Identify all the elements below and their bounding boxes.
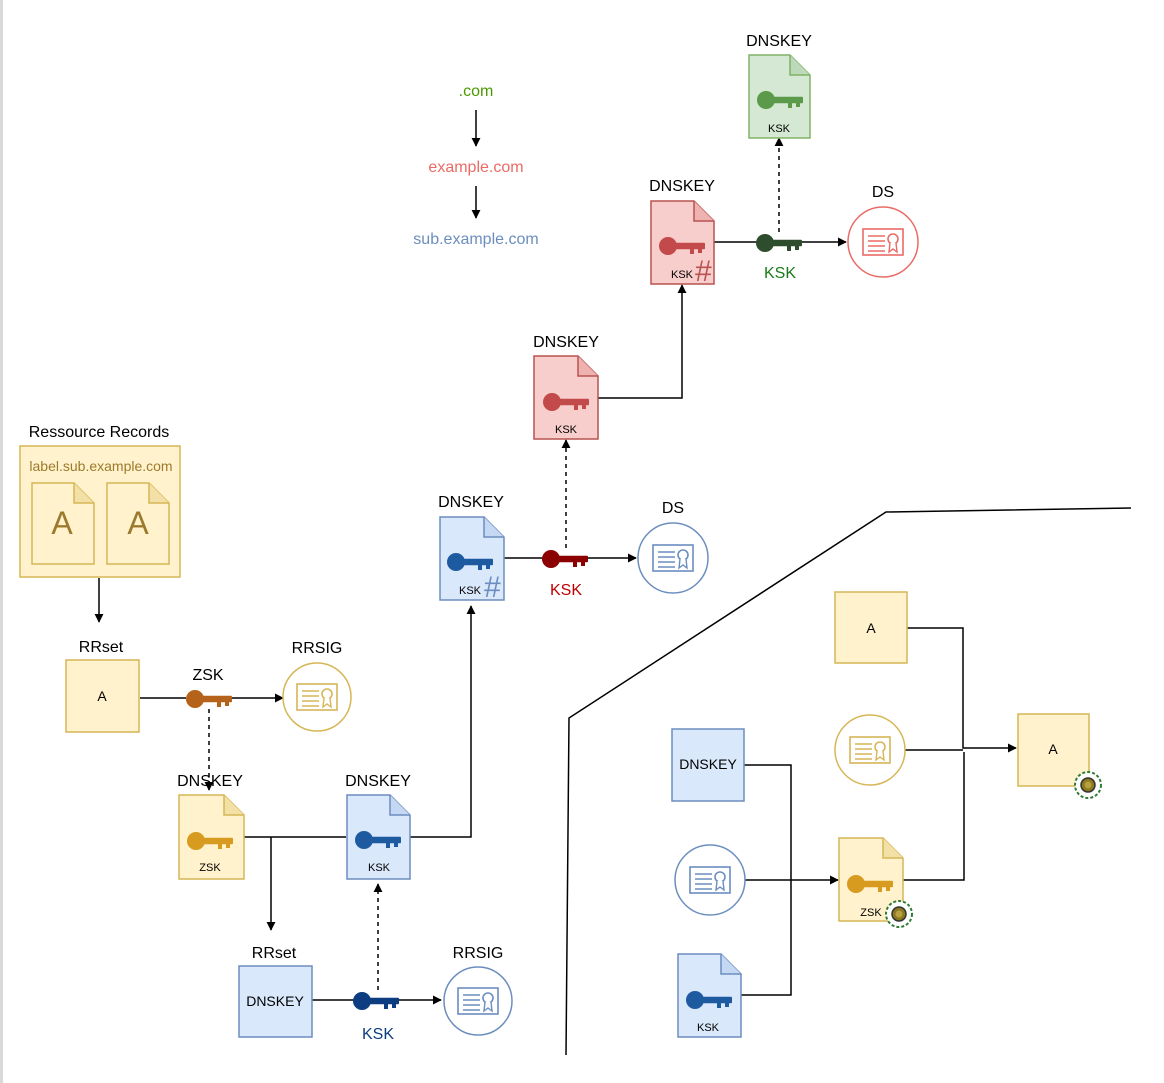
rrsig-a-title: RRSIG [292, 640, 343, 657]
rrsig-a-icon [282, 662, 352, 732]
explain-dnskey-box [671, 728, 745, 802]
svg-text:A: A [51, 505, 73, 541]
zsk-key-label: ZSK [192, 667, 223, 684]
explain-zsk-document: ZSK [838, 837, 904, 922]
zsk-key-icon [186, 690, 232, 708]
dnskey-ksk-title: DNSKEY [345, 773, 411, 790]
dnskey-zsk-title: DNSKEY [177, 773, 243, 790]
dnskey-blue-hash-title: DNSKEY [438, 494, 504, 511]
svg-text:KSK: KSK [671, 269, 694, 281]
ksk-darkred-key-label: KSK [550, 582, 582, 599]
dnskey-ksk-document: KSK [346, 794, 411, 880]
explain-ksk-document: KSK [677, 953, 742, 1038]
dnskey-red-title: DNSKEY [533, 334, 599, 351]
ds-blue-icon [637, 522, 709, 594]
rrset-dnskey-title: RRset [252, 945, 297, 962]
explain-ds-icon [674, 844, 746, 916]
ksk-green-key-icon [756, 234, 802, 252]
explain-signed-a-label: A [1048, 741, 1058, 757]
svg-text:ZSK: ZSK [199, 862, 221, 874]
ds-red-title: DS [872, 184, 894, 201]
rrset-a-label: A [97, 688, 107, 704]
explain-signed-a-box [1017, 713, 1090, 787]
ksk-to-zsk [741, 880, 792, 996]
dnskey-blue-hash-document: KSK # [439, 516, 505, 604]
resource-record-a-2: A [106, 482, 170, 565]
connectors [94, 110, 1132, 1056]
canvas-left-border [0, 0, 3, 1083]
zsk-to-signed-a [903, 752, 965, 881]
a-to-signed-a [907, 627, 1017, 753]
svg-text:KSK: KSK [368, 862, 391, 874]
ds-blue-title: DS [662, 500, 684, 517]
explain-dnskey-label: DNSKEY [679, 756, 737, 772]
resource-records-domain: label.sub.example.com [29, 458, 172, 474]
svg-text:KSK: KSK [768, 123, 791, 135]
rrset-a-title: RRset [79, 639, 124, 656]
dnskey-zsk-document: ZSK [178, 794, 245, 880]
rrsig-dnskey-title: RRSIG [453, 945, 504, 962]
resource-records-title: Ressource Records [29, 424, 170, 441]
ds-red-icon [847, 206, 919, 278]
example-com-label: example.com [428, 159, 523, 176]
com-label: .com [459, 83, 494, 100]
svg-text:A: A [127, 505, 149, 541]
dnskey-green-document: KSK [748, 54, 811, 139]
svg-text:#: # [484, 571, 501, 604]
rrset-a-box [65, 659, 140, 733]
svg-text:KSK: KSK [459, 585, 482, 597]
rrsig-dnskey-icon [443, 966, 513, 1036]
svg-text:KSK: KSK [555, 424, 578, 436]
rrset-dnskey-label: DNSKEY [246, 993, 304, 1009]
dnskey-red-document: KSK [533, 355, 599, 440]
ksk-green-key-label: KSK [764, 265, 796, 282]
ksk-blue-key-label: KSK [362, 1026, 394, 1043]
dnskey-to-zsk [744, 764, 792, 880]
dnskey-green-title: DNSKEY [746, 33, 812, 50]
explain-a-label: A [866, 620, 876, 636]
rrset-dnskey-box [238, 965, 313, 1038]
explain-zsk-seal-icon [885, 900, 913, 928]
svg-text:KSK: KSK [697, 1022, 720, 1034]
explain-signed-a-seal-icon [1074, 771, 1102, 799]
svg-text:#: # [695, 255, 712, 288]
dnskey-red-hash-document: KSK # [650, 200, 715, 288]
dnskey-blue-to-parent-arrow [410, 605, 476, 838]
ksk-darkred-key-icon [542, 550, 588, 568]
svg-text:ZSK: ZSK [860, 907, 882, 919]
dnskey-red-hash-title: DNSKEY [649, 178, 715, 195]
separator-line [565, 507, 1132, 1056]
red-dnskey-to-parent-arrow [598, 284, 687, 399]
sub-example-com-label: sub.example.com [413, 231, 538, 248]
ksk-blue-key-icon [353, 992, 399, 1010]
explain-rrsig-icon [834, 714, 906, 786]
resource-record-a-1: A [31, 482, 95, 565]
explain-a-box [834, 591, 908, 664]
